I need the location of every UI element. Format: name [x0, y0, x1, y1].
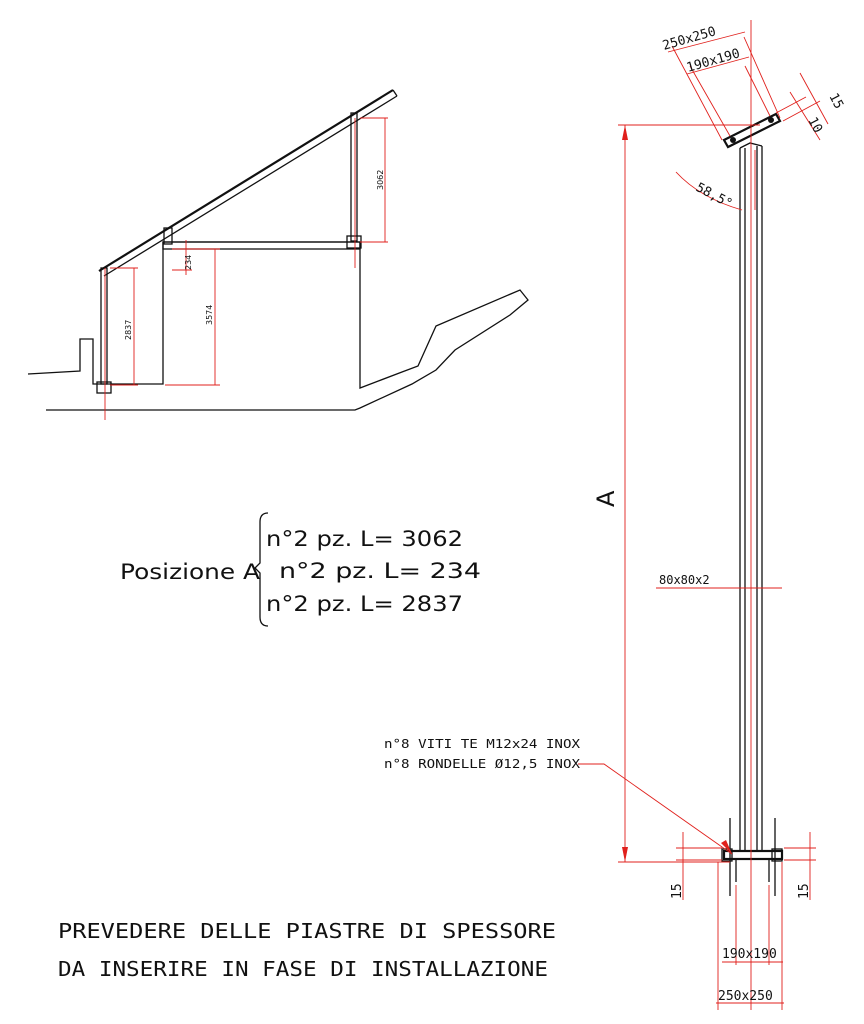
top-plate-offset-dim: 10 [804, 115, 825, 136]
bolts-spec: n°8 VITI TE M12x24 INOX [384, 737, 581, 751]
top-plate-outer-dim: 250x250 [661, 24, 718, 54]
top-bolt-left [730, 137, 736, 143]
base-plate [722, 849, 784, 861]
column-shaft [739, 146, 763, 852]
profile-dim: 80x80x2 [659, 573, 710, 587]
front-column [100, 267, 108, 385]
note-line-2: DA INSERIRE IN FASE DI INSTALLAZIONE [58, 957, 548, 981]
top-plate-inner-dim: 190x190 [685, 46, 742, 76]
position-label: Posizione A [120, 560, 261, 584]
section-view: 3062 2837 234 3574 [27, 89, 529, 420]
washers-spec: n°8 RONDELLE Ø12,5 INOX [384, 757, 581, 771]
roof-end-cap [392, 89, 398, 97]
base-thickness-right-dim: 15 [797, 883, 812, 899]
height-label: A [592, 490, 620, 507]
top-plate [722, 112, 782, 149]
dim-2837: 2837 [124, 320, 133, 340]
installation-note: PREVEDERE DELLE PIASTRE DI SPESSORE DA I… [58, 919, 556, 981]
roof-beam-inner [103, 95, 398, 277]
section-dimensions [104, 117, 388, 420]
anchor-bolts [729, 818, 776, 896]
rear-column [350, 112, 358, 242]
dim-3574: 3574 [205, 305, 214, 325]
terrain-outline [27, 241, 529, 411]
position-brace [254, 512, 269, 627]
dim-234: 234 [184, 255, 193, 270]
angle-dim: 58,5° [693, 180, 735, 212]
position-item-3: n°2 pz. L= 2837 [266, 592, 463, 616]
column-dimensions [578, 20, 829, 1010]
base-plate-outer-dim: 250x250 [718, 989, 773, 1004]
column-detail: 250x250 190x190 15 10 58,5° A 80x80x2 n°… [384, 20, 846, 1010]
top-bolt-right [768, 117, 774, 123]
position-item-1: n°2 pz. L= 3062 [266, 527, 463, 551]
dim-3062: 3062 [376, 170, 385, 190]
horizontal-beam [162, 241, 361, 250]
base-plate-inner-dim: 190x190 [722, 947, 777, 962]
roof-beam [98, 89, 394, 272]
base-thickness-left-dim: 15 [670, 883, 685, 899]
position-item-2: n°2 pz. L= 234 [279, 559, 481, 583]
top-plate-thickness-dim: 15 [825, 91, 846, 112]
position-list: Posizione A n°2 pz. L= 3062 n°2 pz. L= 2… [120, 512, 481, 627]
note-line-1: PREVEDERE DELLE PIASTRE DI SPESSORE [58, 919, 556, 943]
mid-post [163, 227, 173, 245]
front-base-plate [96, 381, 112, 394]
